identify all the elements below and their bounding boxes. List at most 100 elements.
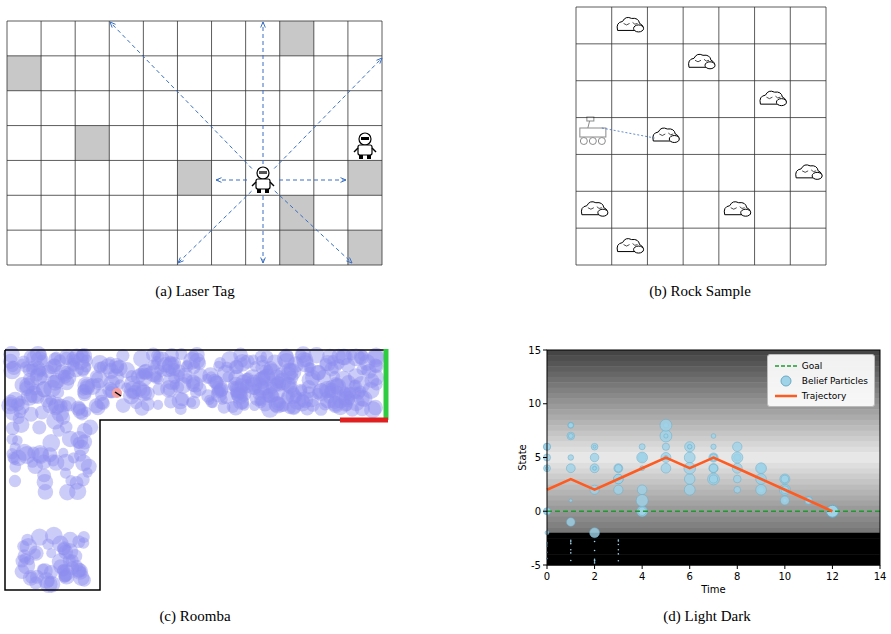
laser-beam [216,180,247,181]
belief-particle [341,400,353,412]
belief-particle [688,445,692,449]
grid-line [754,7,755,265]
laser-arrowhead [178,257,184,263]
room-wall [5,350,386,590]
grid-line [245,21,246,265]
rock-texture [624,22,638,25]
belief-particle [660,430,672,442]
belief-particle [78,574,91,587]
belief-particle [37,563,53,579]
x-tick-label: 2 [591,571,597,582]
belief-particle [618,549,620,551]
belief-particle [135,385,152,402]
belief-particle [91,355,108,372]
panel-caption: (c) Roomba [159,608,230,625]
belief-particle [711,444,716,449]
grid-line [7,55,382,56]
belief-particle [233,354,251,372]
grid-line [576,43,826,44]
robot-head [257,167,269,179]
grid-line [347,21,348,265]
belief-particle [359,354,376,371]
belief-particle [32,421,46,435]
belief-particle [189,347,205,363]
panel-caption: (a) Laser Tag [155,283,234,300]
grid-line [143,21,144,265]
belief-particle [78,537,89,548]
grid-line [7,90,382,91]
light-band [547,544,880,550]
particle-sample [781,376,791,386]
grid-line [576,191,826,192]
belief-particle [615,464,623,472]
belief-particle [687,444,692,449]
belief-particle [614,485,623,494]
roomba-heading [115,392,121,396]
belief-particle [92,378,104,390]
belief-particle [594,560,596,562]
light-band [547,409,880,415]
belief-particle [594,550,596,552]
x-tick [594,565,595,569]
grid-line [7,21,382,22]
light-band [547,522,880,528]
belief-particle [594,558,596,560]
belief-particle [90,400,105,415]
rock [634,246,644,253]
belief-particle [10,450,26,466]
legend-text: Trajectory [802,391,846,401]
belief-particle [568,422,574,428]
belief-particle [618,560,620,562]
laser-beam [274,58,382,169]
belief-particle [153,383,166,396]
laser-beam [263,22,264,164]
grid-line [7,265,382,266]
grid-line [576,80,826,81]
belief-particle [570,539,572,541]
belief-particle [567,518,576,527]
robot-foot [367,155,371,159]
obstacle-cell [177,160,211,195]
rock-texture [766,96,780,99]
rover-wheel [580,138,587,145]
belief-particle [590,464,599,473]
belief-particle [70,431,88,449]
belief-particle [732,452,743,463]
x-tick [737,565,738,569]
grid-line [718,7,719,265]
x-tick [547,565,548,569]
robot-arm [270,182,274,186]
grid-line [576,7,577,265]
x-tick [642,565,643,569]
belief-particle [594,541,596,543]
trajectory-line [547,458,832,512]
belief-particle [594,562,596,564]
belief-particle [33,364,46,377]
rover-wheel [598,138,605,145]
obstacle-cell [7,56,41,91]
belief-particle [168,363,181,376]
belief-particle [58,568,74,584]
laser-arrowhead [216,178,222,183]
x-tick-label: 4 [639,571,645,582]
roomba-map [1,346,388,593]
belief-particle [206,371,217,382]
rock-texture [731,207,745,210]
belief-particle [618,553,620,555]
grid-line [177,21,178,265]
belief-particle [688,445,692,449]
belief-particle [108,368,124,384]
belief-particle [19,553,31,565]
laser-arrowhead [110,22,116,28]
x-tick-label: 6 [687,571,693,582]
belief-particle [276,401,287,412]
obstacle-cell [280,230,314,265]
belief-particle [37,563,48,574]
robot-body [256,179,270,189]
belief-particle [254,394,265,405]
belief-particle [594,560,596,562]
belief-particle [69,483,86,500]
grid-line [109,21,110,265]
belief-particle [187,396,201,410]
belief-particle [213,361,224,372]
